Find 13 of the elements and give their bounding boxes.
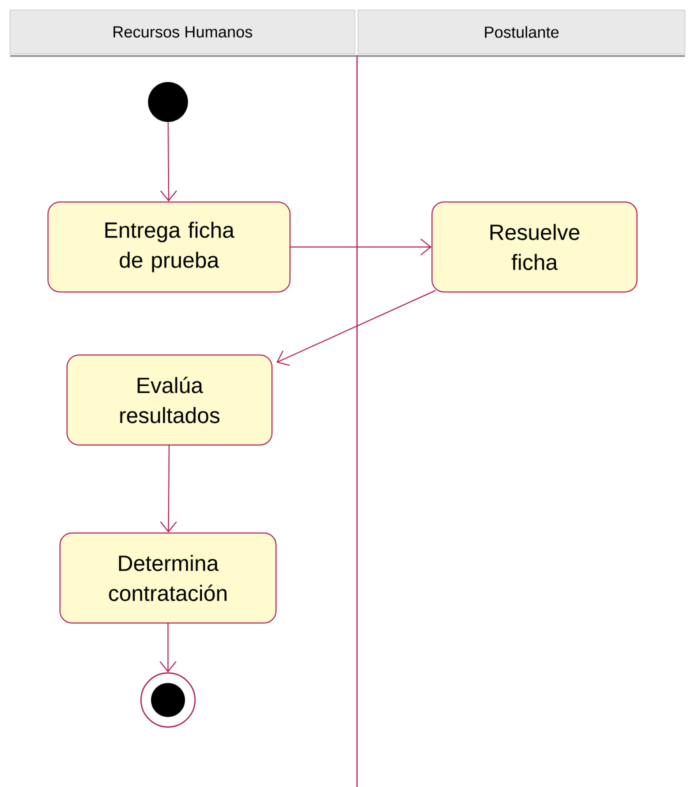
action-box: Determina contratación xyxy=(60,532,276,624)
arrow xyxy=(160,445,177,532)
arrow xyxy=(276,290,436,366)
end-node xyxy=(140,672,196,728)
arrow xyxy=(160,122,178,202)
lane-header: Recursos Humanos xyxy=(10,10,356,54)
arrow xyxy=(160,623,176,672)
action-box: Evalúa resultados xyxy=(66,354,272,446)
action-box: Resuelve ficha xyxy=(432,202,638,292)
arrow xyxy=(290,238,432,256)
lane-header: Postulante xyxy=(358,10,686,54)
action-box: Entrega ficha de prueba xyxy=(48,202,290,292)
start-node xyxy=(148,82,188,122)
